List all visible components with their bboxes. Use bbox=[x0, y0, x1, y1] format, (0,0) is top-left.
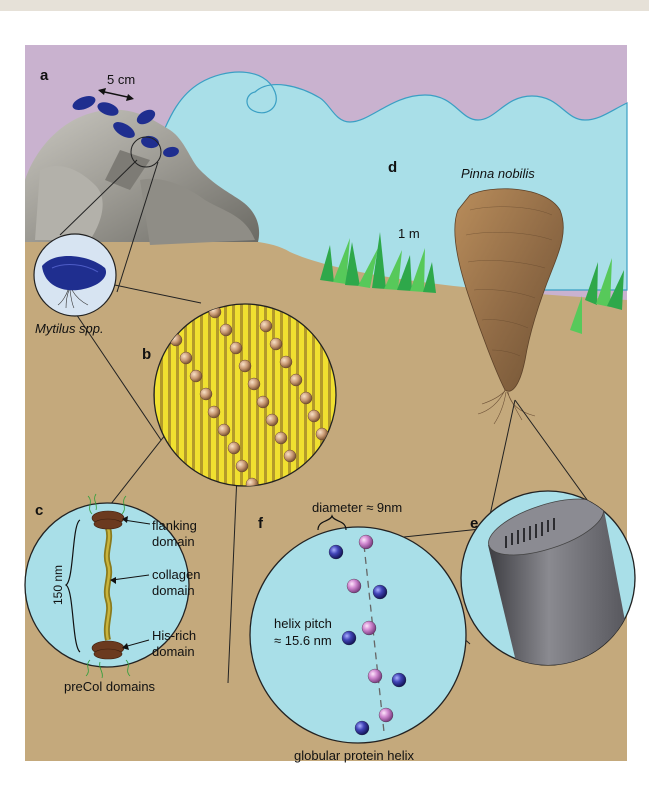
hisrich-label-line2: domain bbox=[152, 644, 195, 659]
panel-label-e: e bbox=[470, 515, 478, 532]
mytilus-label: Mytilus spp. bbox=[35, 321, 104, 336]
helix-pitch-label-line2: ≈ 15.6 nm bbox=[274, 633, 332, 648]
helix-diameter-label: diameter ≈ 9nm bbox=[312, 500, 402, 515]
panel-label-d: d bbox=[388, 159, 397, 176]
flanking-label-line2: domain bbox=[152, 534, 195, 549]
helix-caption: globular protein helix bbox=[294, 748, 414, 763]
scale-1m-label: 1 m bbox=[398, 226, 420, 241]
panel-label-b: b bbox=[142, 346, 151, 363]
flanking-label-line1: flanking bbox=[152, 518, 197, 533]
pinna-label: Pinna nobilis bbox=[461, 166, 535, 181]
collagen-label-line2: domain bbox=[152, 583, 195, 598]
helix-pitch-label-line1: helix pitch bbox=[274, 616, 332, 631]
hisrich-label-line1: His-rich bbox=[152, 628, 196, 643]
precol-length-label: 150 nm bbox=[51, 565, 65, 605]
scale-5cm-label: 5 cm bbox=[107, 72, 135, 87]
collagen-label-line1: collagen bbox=[152, 567, 200, 582]
mytilus-inset bbox=[34, 234, 116, 316]
panel-label-c: c bbox=[35, 502, 43, 519]
panel-label-a: a bbox=[40, 67, 49, 84]
precol-caption: preCol domains bbox=[64, 679, 156, 694]
